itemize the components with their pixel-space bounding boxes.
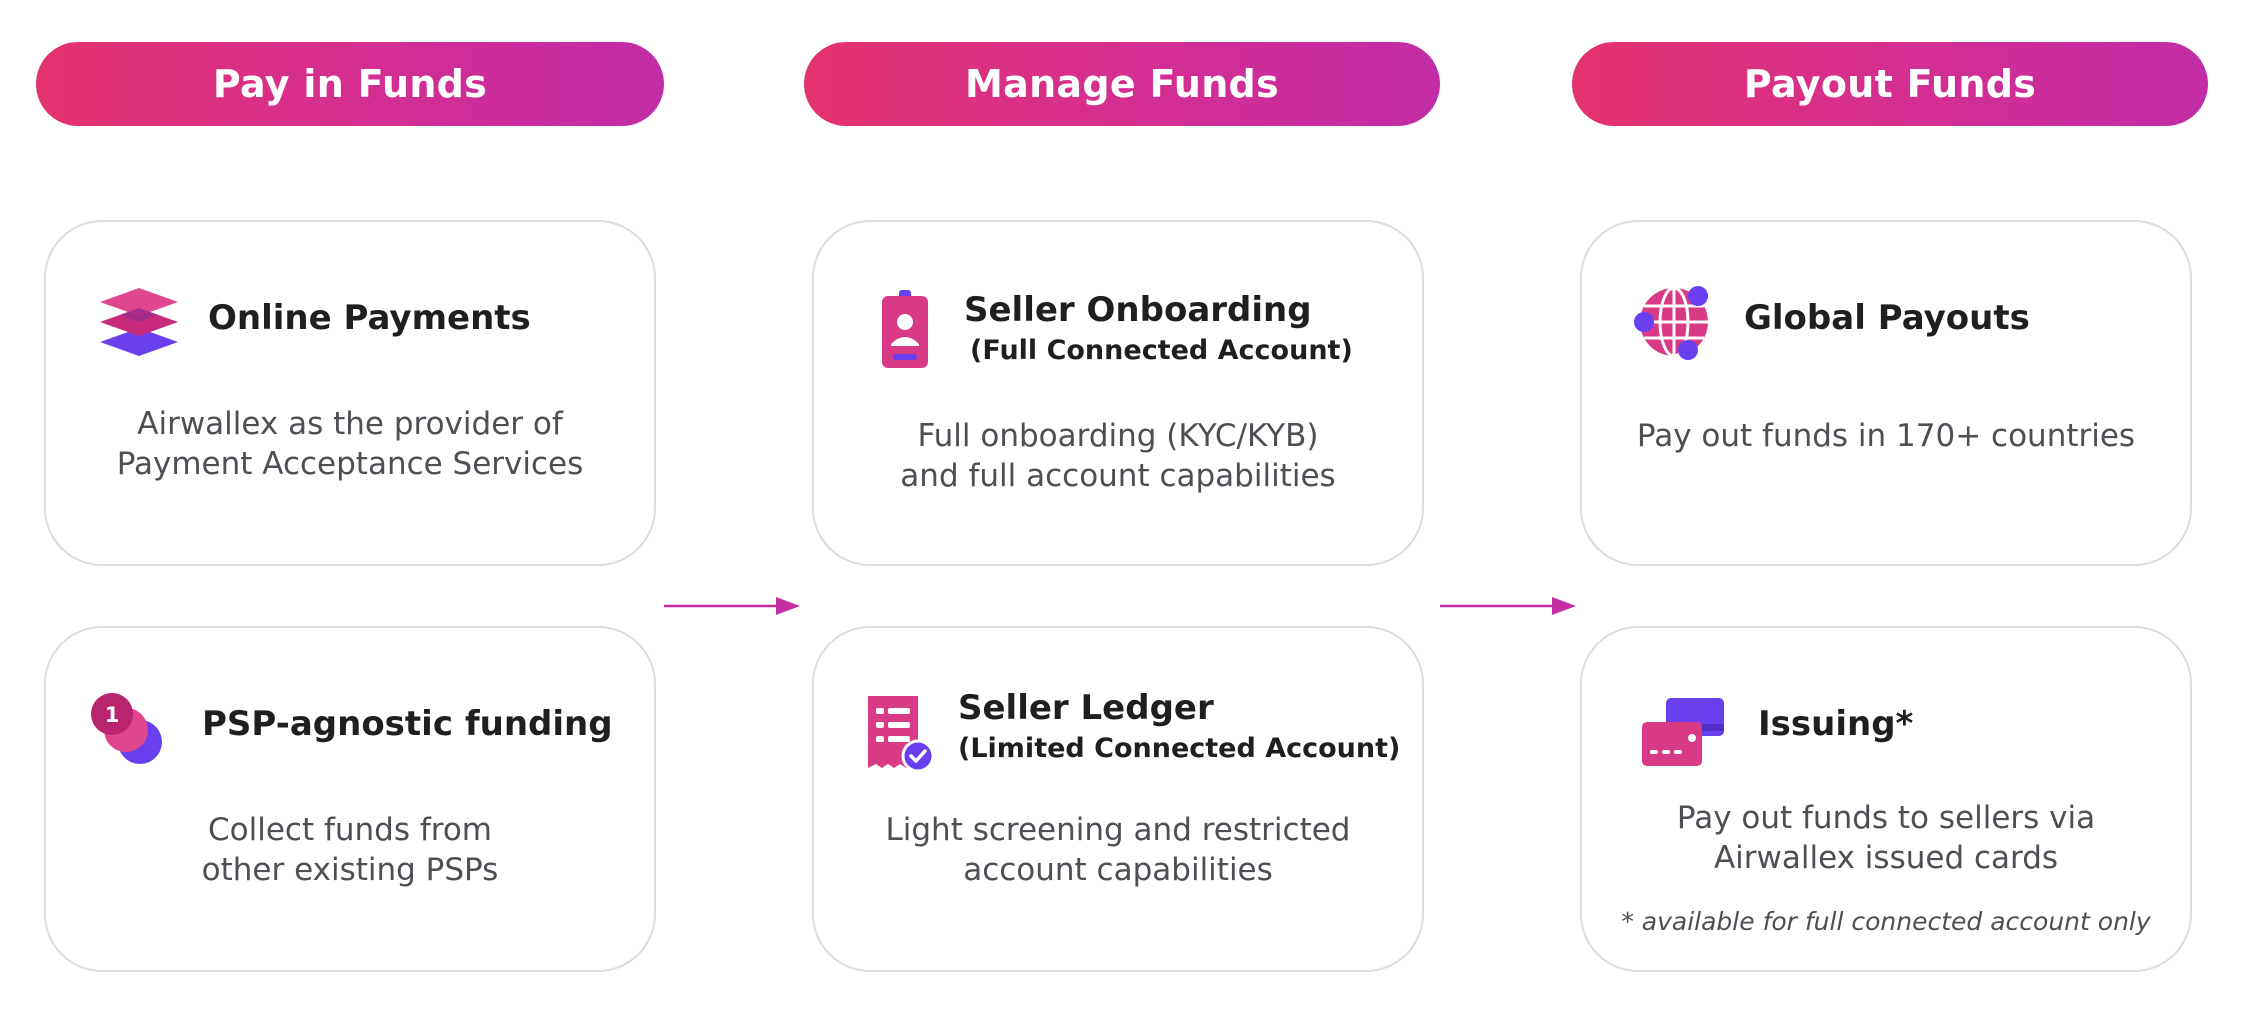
card-footnote: * available for full connected account o… [1621, 907, 2151, 936]
card-description: Pay out funds to sellers via Airwallex i… [1676, 800, 2096, 876]
card-description: Pay out funds in 170+ countries [1636, 418, 2136, 454]
header-manage-funds: Manage Funds [804, 42, 1440, 126]
card-title: Online Payments [208, 298, 531, 338]
card-title: PSP-agnostic funding [202, 704, 613, 744]
card-subtitle: (Full Connected Account) [970, 335, 1353, 366]
header-pay-in-funds: Pay in Funds [36, 42, 664, 126]
layers-icon [100, 288, 178, 356]
card-seller-onboarding: Seller Onboarding (Full Connected Accoun… [812, 220, 1424, 566]
badge-one-circles-icon: 1 [91, 693, 162, 764]
card-seller-ledger: Seller Ledger (Limited Connected Account… [812, 626, 1424, 972]
badge-number: 1 [105, 703, 120, 727]
card-description: Collect funds from other existing PSPs [201, 812, 499, 888]
arrow-manage-to-payout [1440, 597, 1576, 615]
header-payout-funds: Payout Funds [1572, 42, 2208, 126]
card-description: Airwallex as the provider of Payment Acc… [116, 406, 584, 482]
card-title: Seller Onboarding [964, 290, 1312, 330]
receipt-check-icon [868, 696, 935, 773]
card-title: Issuing* [1758, 704, 1914, 744]
arrow-pay-in-to-manage [664, 597, 800, 615]
card-issuing: Issuing* Pay out funds to sellers via Ai… [1580, 626, 2192, 972]
card-global-payouts: Global Payouts Pay out funds in 170+ cou… [1580, 220, 2192, 566]
globe-network-icon [1634, 286, 1708, 360]
card-subtitle: (Limited Connected Account) [958, 733, 1401, 764]
card-description: Light screening and restricted account c… [885, 812, 1351, 888]
id-badge-icon [882, 290, 928, 368]
cards-icon [1642, 698, 1724, 766]
card-online-payments: Online Payments Airwallex as the provide… [44, 220, 656, 566]
card-psp-agnostic-funding: 1 PSP-agnostic funding Collect funds fro… [44, 626, 656, 972]
card-title: Seller Ledger [958, 688, 1214, 728]
card-description: Full onboarding (KYC/KYB) and full accou… [900, 418, 1336, 494]
card-title: Global Payouts [1744, 298, 2030, 338]
